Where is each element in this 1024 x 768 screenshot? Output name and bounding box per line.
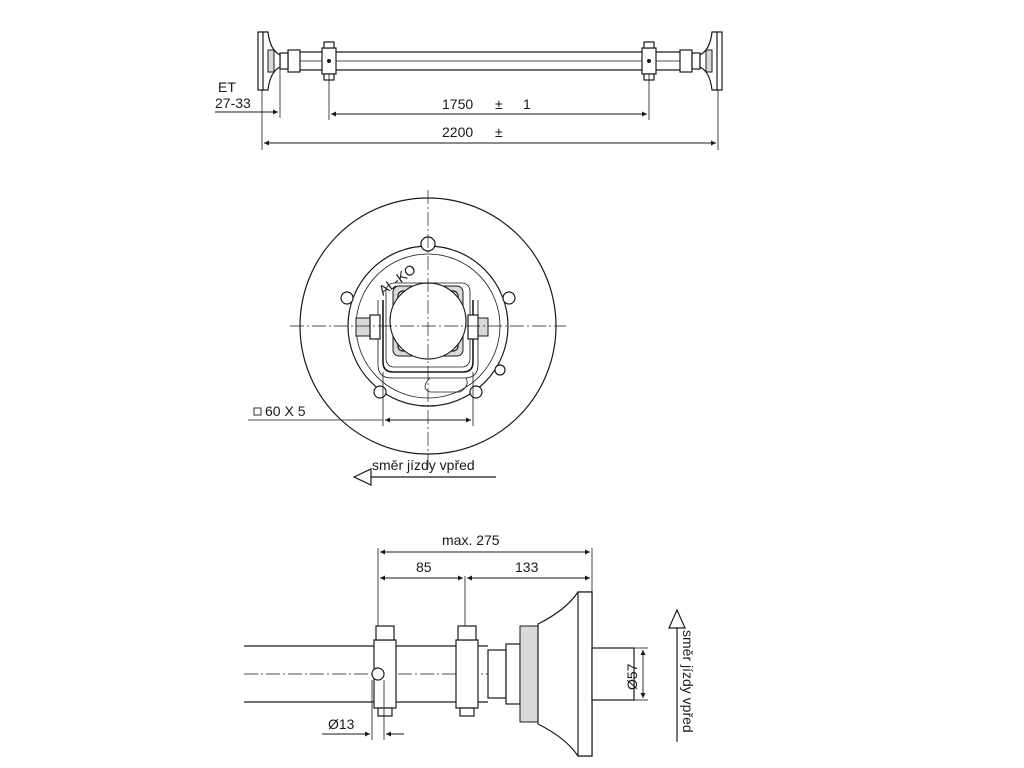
hole-diameter: Ø13 [328,716,355,732]
side-hub [487,591,635,757]
square-symbol [253,407,262,416]
inner-tolerance: 1 [523,96,531,112]
direction-arrow-vertical [668,608,686,742]
wheel-hub-left [257,31,301,91]
mount-bracket-left [321,41,337,81]
direction-label: směr jízdy vpřed [372,457,475,473]
et-value: 27-33 [215,95,251,111]
inner-dimension: 1750 [442,96,473,112]
axle-tube [300,51,680,71]
clamp-block-right [455,625,479,717]
wheel-hub-right [679,31,723,91]
max-length: max. 275 [442,532,500,548]
square-tube-size: 60 X 5 [265,403,306,419]
et-label: ET [218,79,236,95]
side-nut-right [467,314,489,340]
overall-pm: ± [495,124,503,140]
direction-label-vertical: směr jízdy vpřed [680,630,696,733]
overall-dimension: 2200 [442,124,473,140]
bracket-spacing: 85 [416,559,432,575]
shaft-diameter: Ø57 [624,663,640,690]
top-view: ET 27-33 1750 ± 1 2200 ± [215,31,723,150]
side-nut-left [355,314,381,340]
clamp-block-left [371,625,397,717]
hub-offset: 133 [515,559,539,575]
inner-pm: ± [495,96,503,112]
front-view: AL-KO 60 X 5 směr jízdy vpřed [248,190,566,486]
direction-arrow-horizontal [352,468,496,486]
side-view: max. 275 85 133 Ø13 Ø57 směr jízdy vpřed [244,532,696,757]
